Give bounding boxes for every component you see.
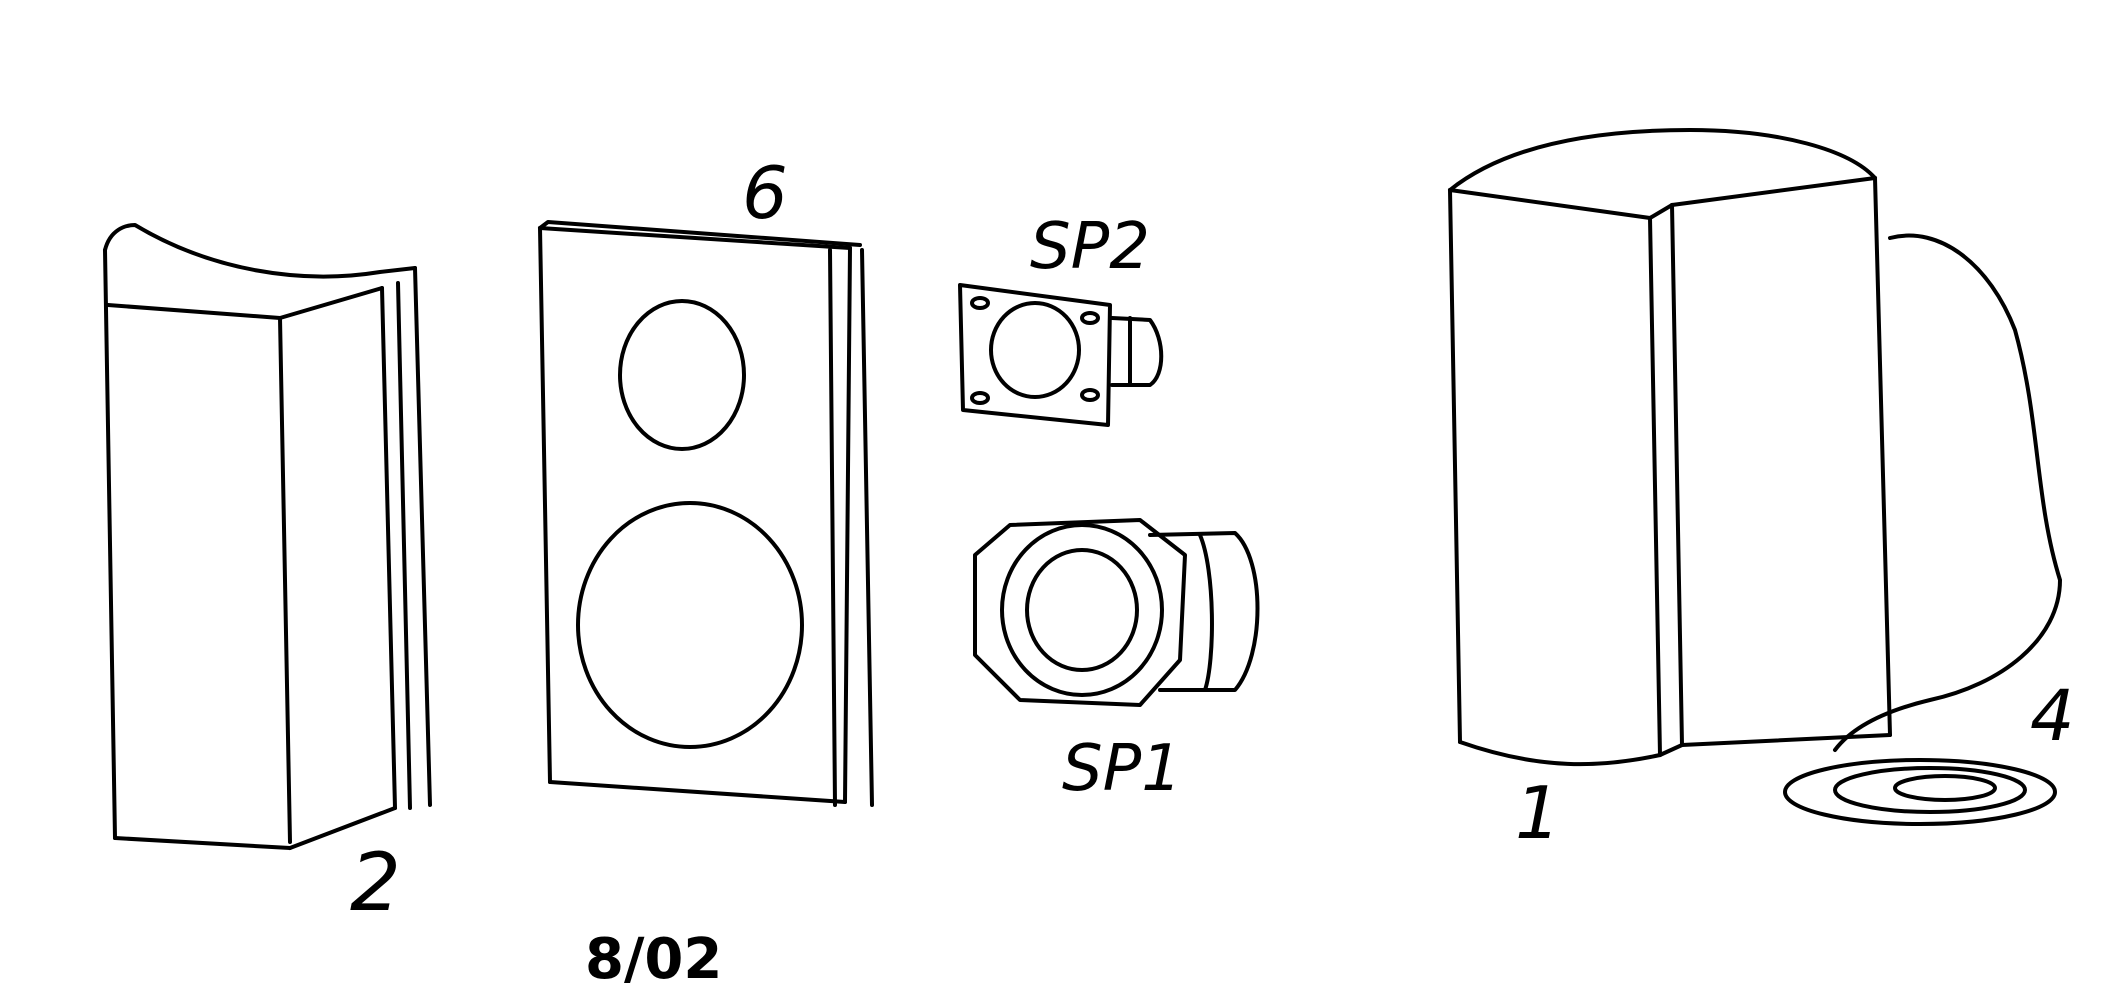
cable-part bbox=[1783, 233, 2062, 826]
label-cabinet: 1 bbox=[1515, 771, 1561, 855]
tweeter-part bbox=[958, 283, 1164, 427]
date-label: 8/02 bbox=[585, 927, 722, 984]
label-woofer: SP1 bbox=[1062, 732, 1182, 806]
label-front-baffle: 6 bbox=[742, 151, 788, 235]
label-cable: 4 bbox=[2030, 675, 2075, 757]
woofer-part bbox=[973, 518, 1260, 707]
front-baffle-part bbox=[538, 220, 874, 807]
cabinet-part bbox=[1448, 128, 1892, 767]
label-back-cover: 2 bbox=[350, 836, 401, 929]
back-cover-part bbox=[103, 223, 432, 850]
label-tweeter: SP2 bbox=[1030, 210, 1150, 284]
